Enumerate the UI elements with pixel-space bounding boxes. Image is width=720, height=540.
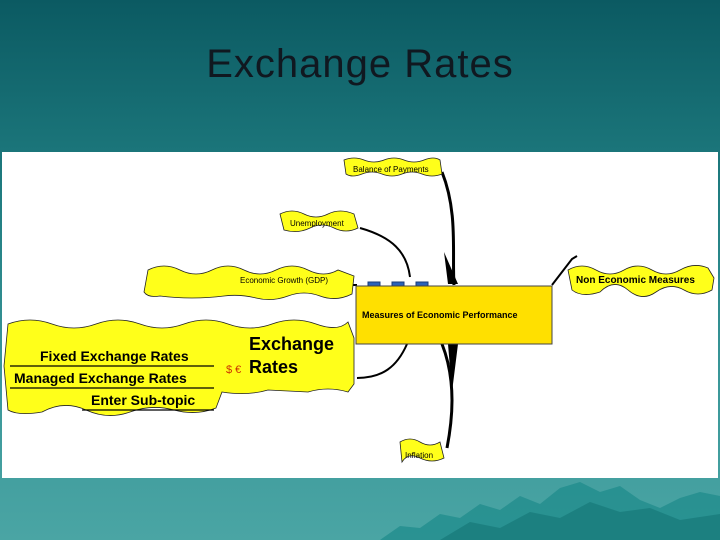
balance-label: Balance of Payments bbox=[353, 165, 429, 174]
slide-title: Exchange Rates bbox=[0, 42, 720, 87]
connector-exchange bbox=[357, 344, 407, 378]
node-exchange-rates[interactable]: Fixed Exchange Rates Managed Exchange Ra… bbox=[4, 320, 354, 416]
node-inflation[interactable]: Inflation bbox=[400, 439, 444, 462]
inflation-label: Inflation bbox=[405, 451, 433, 460]
subtopic-managed[interactable]: Managed Exchange Rates bbox=[14, 370, 187, 386]
node-central[interactable]: Measures of Economic Performance bbox=[356, 282, 552, 344]
node-balance-of-payments[interactable]: Balance of Payments bbox=[344, 158, 442, 176]
node-unemployment[interactable]: Unemployment bbox=[280, 211, 358, 232]
node-non-economic[interactable]: Non Economic Measures bbox=[568, 265, 714, 296]
non-economic-label: Non Economic Measures bbox=[576, 275, 695, 286]
currency-symbols: $ € bbox=[226, 364, 241, 376]
mindmap-panel: Balance of Payments Unemployment Economi… bbox=[2, 152, 718, 478]
subtopic-fixed[interactable]: Fixed Exchange Rates bbox=[40, 348, 189, 364]
exchange-title-line1: Exchange bbox=[249, 334, 334, 354]
spike-top bbox=[444, 252, 458, 284]
decorative-mountains bbox=[0, 478, 720, 540]
node-economic-growth[interactable]: Economic Growth (GDP) bbox=[144, 266, 354, 300]
mindmap-diagram: Balance of Payments Unemployment Economi… bbox=[2, 152, 718, 478]
unemployment-label: Unemployment bbox=[290, 219, 345, 228]
exchange-title-line2: Rates bbox=[249, 357, 298, 377]
subtopic-enter[interactable]: Enter Sub-topic bbox=[91, 392, 195, 408]
central-label: Measures of Economic Performance bbox=[362, 310, 518, 320]
economic-growth-label: Economic Growth (GDP) bbox=[240, 276, 328, 285]
connector-unemployment bbox=[360, 228, 410, 277]
